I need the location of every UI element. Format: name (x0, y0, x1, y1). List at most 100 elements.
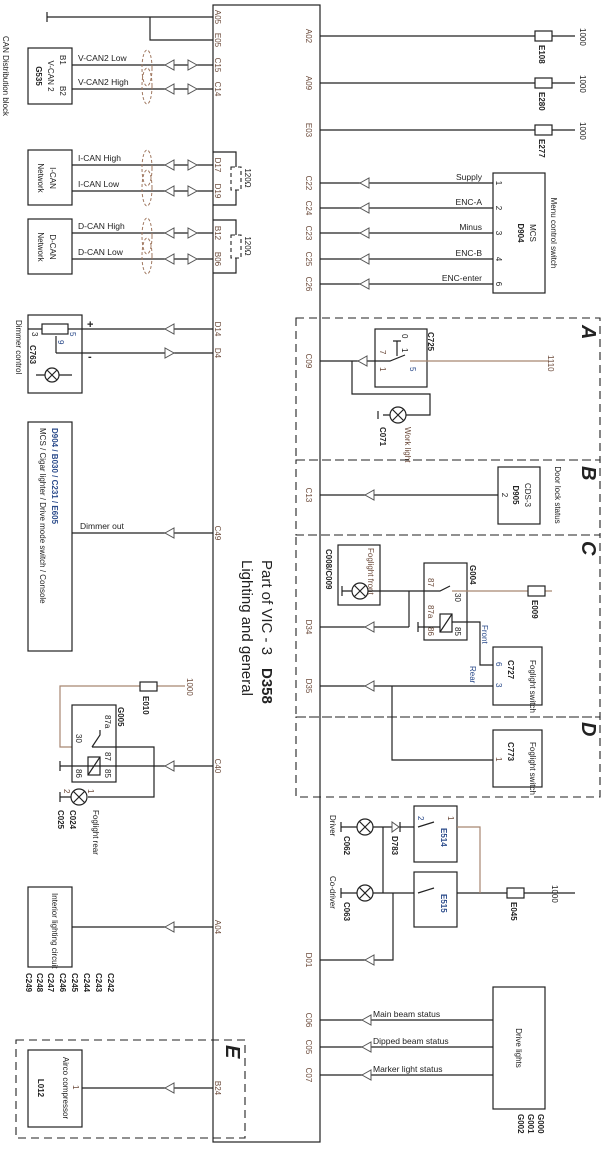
pin-c49: C49 (213, 526, 222, 541)
pin-e05: E05 (213, 33, 222, 48)
label: 1 (446, 816, 455, 821)
label: 85 (103, 769, 112, 778)
label: 30 (453, 593, 462, 602)
label: Main beam status (373, 1009, 440, 1019)
right-pin-labels: A02 A09 E03 C22 C24 C23 C25 C26 C09 C13 … (304, 29, 313, 1083)
fuse-icon (534, 30, 553, 42)
triangle-left-icon (163, 83, 175, 95)
label: MCS / Cigar lighter / Drive mode switch … (38, 428, 47, 604)
triangle-right-icon (187, 227, 199, 239)
label: Foglight front (366, 548, 375, 595)
triangle-left-icon (163, 1082, 175, 1094)
label: Door lock status (553, 466, 562, 523)
label: 120Ω (243, 168, 252, 187)
label: 5 (408, 367, 417, 372)
region-d: D Foglight switch C773 1 (295, 716, 601, 798)
pin-c07: C07 (304, 1068, 313, 1083)
menu-control-switch: Menu control switch MCS D904 Supply ENC-… (320, 172, 558, 294)
label: Supply (456, 172, 483, 182)
label: 7 (378, 350, 387, 355)
label: Network (36, 163, 45, 193)
pin-d34: D34 (304, 620, 313, 635)
label: G005 (116, 707, 125, 727)
label: C243 (94, 973, 103, 993)
triangle-left-icon (363, 489, 375, 501)
triangle-left-icon (163, 323, 175, 335)
label: C024 (68, 810, 77, 830)
interior-lighting: Interior lighting circuit C242 C243 C244… (24, 886, 213, 993)
dimmer-control: Dimmer control 5 9 3 C763 + - (14, 314, 213, 394)
label: C725 (426, 332, 435, 352)
triangle-left-icon (358, 253, 370, 265)
label: 1 (71, 1085, 80, 1090)
label: V-CAN 2 (46, 60, 55, 92)
connector-triangles (163, 59, 375, 1094)
label: C247 (46, 973, 55, 993)
dimmer-out-consumers: D904 / B030 / C231 / E605 MCS / Cigar li… (27, 421, 213, 652)
label: 120Ω (243, 236, 252, 255)
label: 1000 (578, 75, 587, 93)
label: ENC-A (456, 197, 483, 207)
switch-icon (320, 340, 406, 362)
label: B2 (58, 86, 67, 96)
twisted-pair-icon (141, 217, 153, 255)
triangle-left-icon (163, 185, 175, 197)
triangle-left-icon (163, 227, 175, 239)
pin-a09: A09 (304, 76, 313, 91)
label: C008/C009 (324, 549, 333, 590)
label: Work light (403, 427, 412, 463)
label: Marker light status (373, 1064, 442, 1074)
pin-c24: C24 (304, 201, 313, 216)
supply-fuses: E108 E280 E277 1000 1000 1000 (320, 28, 587, 158)
label: Co-driver (328, 876, 337, 909)
resistor-icon (230, 234, 242, 259)
label: L012 (36, 1079, 45, 1098)
label: Foglight switch (528, 660, 537, 713)
triangle-left-icon (363, 680, 375, 692)
pin-a05: A05 (213, 10, 222, 25)
triangle-left-icon (163, 921, 175, 933)
pin-d35: D35 (304, 679, 313, 694)
label: E (221, 1045, 243, 1059)
label: 1000 (578, 122, 587, 140)
label: 1000 (578, 28, 587, 46)
label: D904 / B030 / C231 / E605 (50, 428, 59, 525)
label: Foglight switch (528, 742, 537, 795)
label: E515 (439, 894, 448, 913)
triangle-left-icon (360, 1014, 372, 1026)
triangle-left-icon (356, 355, 368, 367)
label: B (577, 466, 599, 480)
label: 87a (426, 605, 435, 619)
label: Dimmer out (80, 521, 125, 531)
label: Interior lighting circuit (50, 893, 59, 969)
label: 6 (494, 662, 503, 667)
label: C025 (56, 810, 65, 830)
region-b: B Door lock status CDS-3 D905 2 (295, 459, 601, 536)
pin-c25: C25 (304, 252, 313, 267)
wire-label: V-CAN2 Low (78, 53, 128, 63)
label: ENC-B (456, 248, 483, 258)
label: 1 (494, 757, 503, 762)
label: A (577, 324, 599, 339)
pin-b06: B06 (213, 252, 222, 267)
label: 6 (494, 282, 503, 287)
label: 3 (494, 231, 503, 236)
label: D905 (511, 485, 520, 505)
triangle-left-icon (363, 954, 375, 966)
label: 30 (74, 734, 83, 743)
twisted-pair-icon (141, 49, 153, 87)
title-line2: Lighting and general (238, 560, 255, 696)
label: E010 (141, 696, 150, 715)
triangle-left-icon (358, 227, 370, 239)
label: Dipped beam status (373, 1036, 449, 1046)
triangle-left-icon (163, 159, 175, 171)
triangle-left-icon (163, 253, 175, 265)
label: Airco compressor (61, 1057, 70, 1120)
wire-label: V-CAN2 High (78, 77, 129, 87)
triangle-left-icon (163, 760, 175, 772)
pin-a02: A02 (304, 29, 313, 44)
triangle-left-icon (358, 177, 370, 189)
label: G535 (34, 66, 43, 86)
region-e: E Airco compressor L012 1 (15, 1039, 246, 1139)
label: 1 (86, 789, 95, 794)
